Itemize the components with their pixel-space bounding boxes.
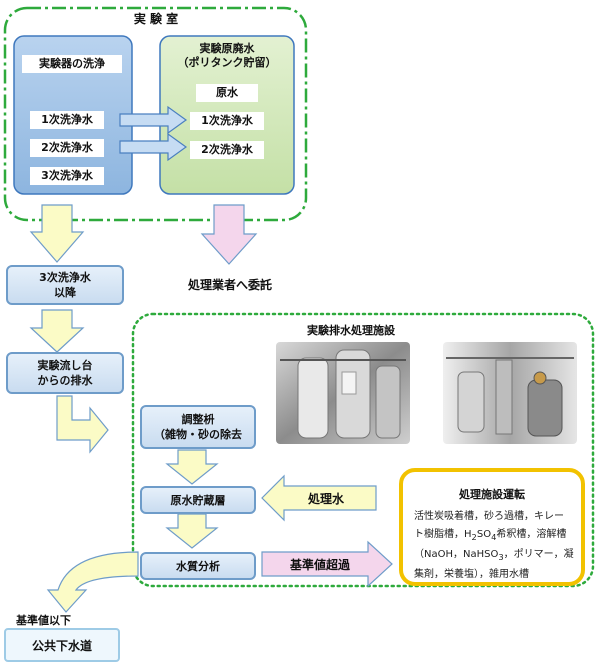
op-line3-b: ，ポリマー，凝	[503, 549, 574, 560]
third-wash-line1: 3次洗浄水	[39, 271, 91, 284]
storage-label: 原水貯蔵層	[170, 493, 226, 507]
facility-title: 実験排水処理施設	[307, 324, 395, 337]
op-line2-sub1: 2	[471, 532, 477, 542]
op-line3-a: （NaOH，NaHSO	[414, 549, 499, 560]
arrow-contractor	[200, 204, 258, 265]
operation-line-1: 活性炭吸着槽，砂ろ過槽，キレー	[414, 511, 564, 522]
facility-boundary	[131, 312, 595, 588]
op-line2-a: ト樹脂槽，H	[414, 529, 472, 540]
op-line2-c: 希釈槽，溶解槽	[496, 529, 567, 540]
public-sewer-box: 公共下水道	[4, 628, 120, 662]
sink-line1: 実験流し台	[37, 359, 93, 372]
arrow-to-facility	[56, 395, 109, 454]
arrow-storage-analysis	[165, 513, 219, 549]
op-line3-sub: 3	[498, 552, 504, 562]
sink-drain-box: 実験流し台 からの排水	[6, 352, 124, 394]
arrow-treated-water	[261, 474, 377, 522]
arrow-down-sink	[29, 309, 85, 353]
raw-waste-item-3: 2次洗浄水	[190, 141, 264, 159]
facility-photo-right	[443, 342, 577, 444]
sink-line2: からの排水	[37, 374, 93, 387]
contractor-label: 処理業者へ委託	[187, 278, 272, 292]
operation-title: 処理施設運転	[459, 488, 525, 501]
arrow-second-wash	[119, 132, 188, 162]
washing-item-2: 2次洗浄水	[30, 139, 104, 157]
below-standard-label: 基準値以下	[16, 614, 71, 627]
analysis-label: 水質分析	[176, 559, 220, 573]
facility-photo-left	[276, 342, 410, 444]
arrow-to-sewer	[46, 551, 139, 613]
raw-waste-title-line1: 実験原廃水	[199, 42, 255, 55]
treated-water-label: 処理水	[307, 492, 344, 506]
third-wash-line2: 以降	[54, 286, 76, 299]
operation-line-2: ト樹脂槽，H2SO4希釈槽，溶解槽	[414, 526, 578, 546]
analysis-box: 水質分析	[140, 552, 256, 580]
arrow-first-wash	[119, 105, 188, 135]
washing-title: 実験器の洗浄	[22, 55, 122, 73]
washing-item-3: 3次洗浄水	[30, 167, 104, 185]
raw-waste-item-1: 原水	[196, 84, 258, 102]
storage-box: 原水貯蔵層	[140, 486, 256, 514]
lab-boundary	[3, 6, 308, 222]
raw-waste-title-line2: （ポリタンク貯留）	[177, 56, 277, 69]
washing-item-1: 1次洗浄水	[30, 111, 104, 129]
raw-waste-item-2: 1次洗浄水	[190, 112, 264, 130]
arrow-exceeds	[261, 540, 393, 588]
arrow-adjust-storage	[165, 449, 219, 485]
raw-waste-title: 実験原廃水 （ポリタンク貯留）	[160, 42, 294, 70]
op-line2-b: SO	[476, 529, 492, 540]
arrow-down-wash	[29, 204, 85, 263]
op-line2-sub2: 4	[491, 532, 497, 542]
operation-details: 活性炭吸着槽，砂ろ過槽，キレー ト樹脂槽，H2SO4希釈槽，溶解槽 （NaOH，…	[414, 508, 578, 584]
adjust-basin-box: 調整枡 （雑物・砂の除去	[140, 405, 256, 449]
adjust-line2: （雑物・砂の除去	[154, 428, 242, 441]
public-sewer-label: 公共下水道	[31, 638, 92, 653]
adjust-line1: 調整枡	[181, 413, 215, 426]
operation-line-4: 集剤，栄養塩），雑用水槽	[414, 569, 529, 580]
exceeds-label: 基準値超過	[289, 558, 350, 572]
lab-title: 実 験 室	[118, 10, 194, 27]
third-wash-box: 3次洗浄水 以降	[6, 265, 124, 305]
operation-line-3: （NaOH，NaHSO3，ポリマー，凝	[414, 546, 578, 566]
operation-box	[399, 468, 585, 586]
